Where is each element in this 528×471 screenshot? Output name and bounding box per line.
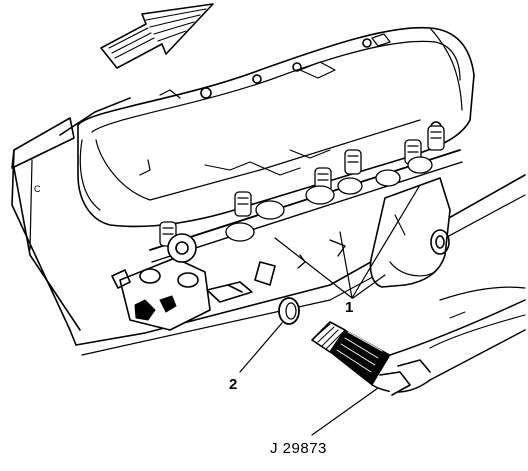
plug-sleeve [239, 297, 300, 373]
tool-label: J 29873 [270, 440, 327, 457]
injector [427, 125, 445, 151]
callout-label-2: 2 [229, 376, 238, 393]
injector [344, 149, 362, 175]
oil-filter-housing [369, 177, 451, 288]
callout-label-1: 1 [345, 299, 354, 316]
intake-manifold [77, 26, 475, 228]
injector [234, 191, 252, 217]
callout-leader-tool [311, 387, 379, 436]
tool-j29873 [311, 286, 526, 436]
front-components [111, 233, 276, 331]
callout-leader-2 [239, 322, 283, 373]
front-arrow-icon [100, 3, 214, 69]
callout-leader-1 [274, 184, 421, 299]
svg-text:C: C [34, 184, 41, 194]
